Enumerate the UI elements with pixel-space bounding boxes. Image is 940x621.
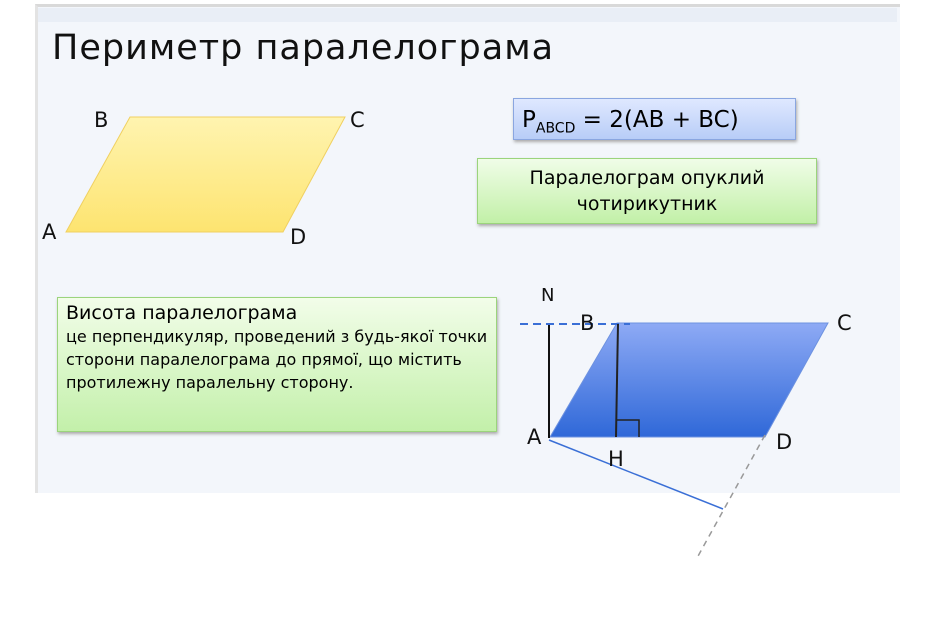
slide-top-band xyxy=(38,8,897,22)
vertex-a: A xyxy=(42,220,57,244)
vertex2-d: D xyxy=(776,430,793,454)
convex-note: Паралелограм опуклий чотирикутник xyxy=(477,158,817,224)
slide-title: Периметр паралелограма xyxy=(52,28,555,68)
vertex-b: B xyxy=(94,108,109,132)
foot-h: H xyxy=(608,447,624,471)
height-heading: Висота паралелограма xyxy=(66,302,298,324)
vertex-c: C xyxy=(350,108,365,132)
parallelogram-blue xyxy=(549,322,829,438)
height-text: це перпендикуляр, проведений з будь-якої… xyxy=(66,327,488,392)
vertex2-b: B xyxy=(580,311,595,335)
perpendicular-to-cd xyxy=(548,439,724,510)
vertex-d: D xyxy=(290,225,307,249)
height-bh xyxy=(615,323,619,438)
height-definition: Висота паралелограма це перпендикуляр, п… xyxy=(57,297,497,432)
right-angle-mark xyxy=(617,419,640,437)
vertex2-c: C xyxy=(837,311,852,335)
perimeter-formula: PABCD = 2(AB + BC) xyxy=(513,98,796,140)
vertex2-a: A xyxy=(527,425,542,449)
vertex2-n: N xyxy=(541,285,555,306)
parallelogram-yellow xyxy=(65,116,346,233)
extension-cd xyxy=(696,434,766,559)
